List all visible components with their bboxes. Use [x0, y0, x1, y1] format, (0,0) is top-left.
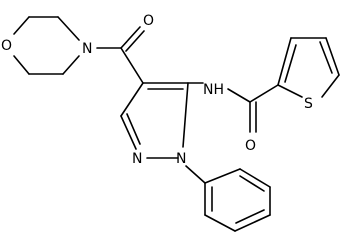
atom-thiophene-sulfur: S — [304, 96, 313, 112]
bond-carbonyl-c-pyrazole-c4 — [120, 47, 144, 84]
bond-carbonyl1-double-b — [125, 30, 145, 52]
bonds — [13, 16, 340, 232]
bond-morpholine-o-c1 — [13, 16, 30, 35]
atom-morpholine-oxygen: O — [1, 38, 12, 54]
atom-labels: O N O NH O S N N — [1, 13, 313, 167]
atom-amide-nh: NH — [203, 82, 224, 98]
atom-pyrazole-n1: N — [176, 151, 186, 167]
bond-pyrazole-c4-c3 — [120, 82, 144, 117]
bond-phenyl-c4-c5-double — [235, 209, 265, 224]
atom-carbonyl-oxygen-2: O — [245, 138, 256, 154]
bond-thiophene-c3-c2-double — [284, 44, 297, 83]
bond-n1-phenyl — [185, 165, 206, 184]
bond-carbonyl1-double-a — [120, 26, 141, 49]
bond-pyrazole-n1-c5 — [182, 82, 189, 148]
atom-carbonyl-oxygen-1: O — [143, 13, 154, 29]
bond-nh-carbonyl2-c — [227, 88, 251, 103]
bond-morpholine-n-c3 — [62, 55, 80, 75]
bond-thiophene-c2-s — [277, 84, 303, 98]
bond-carbonyl2-c-thiophene-c2 — [249, 84, 279, 103]
bond-thiophene-s-c5 — [321, 74, 340, 98]
bond-phenyl-c4-c5 — [234, 214, 271, 232]
atom-pyrazole-n2: N — [132, 151, 142, 167]
bond-phenyl-c2-c3 — [239, 168, 271, 188]
bond-morpholine-c4-o — [13, 55, 30, 75]
atom-morpholine-nitrogen: N — [82, 41, 92, 57]
bond-thiophene-c5-c4-double — [319, 41, 333, 74]
bond-phenyl-c2-c3-double — [239, 175, 265, 192]
bond-morpholine-c2-n — [57, 16, 80, 41]
bond-pyrazole-c3-n2-double — [126, 113, 141, 145]
bond-phenyl-c5-c6 — [204, 214, 236, 232]
bond-pyrazole-c3-n2 — [120, 115, 137, 150]
bond-phenyl-c1-c2 — [204, 168, 241, 184]
bond-thiophene-c3-c2 — [277, 37, 292, 86]
bond-thiophene-c5-c4 — [325, 37, 340, 76]
